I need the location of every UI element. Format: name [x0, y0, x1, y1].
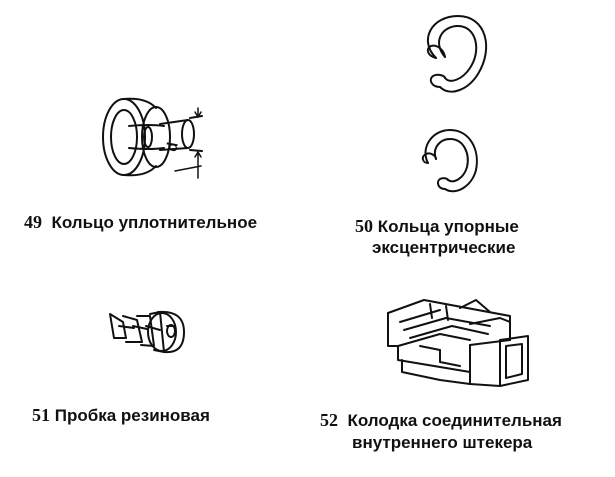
- part-number-50: 50: [355, 216, 373, 236]
- part-number-49: 49: [24, 212, 42, 232]
- retaining-rings-illustration: [421, 15, 488, 193]
- part-name-52-line2: внутреннего штекера: [352, 433, 533, 452]
- caption-part-49: 49 Кольцо уплотнительное: [24, 211, 257, 234]
- rubber-plug-illustration: [109, 310, 185, 354]
- part-name-51: Пробка резиновая: [54, 406, 210, 425]
- part-name-49: Кольцо уплотнительное: [51, 213, 258, 232]
- part-number-52: 52: [320, 410, 338, 430]
- caption-part-51: 51 Пробка резиновая: [32, 404, 210, 427]
- sealing-ring-illustration: [102, 97, 203, 179]
- caption-part-52: 52 Колодка соединительная: [320, 409, 562, 432]
- part-number-51: 51: [32, 405, 50, 425]
- caption-part-50: 50 Кольца упорные: [355, 215, 519, 238]
- part-name-50-line1: Кольца упорные: [377, 217, 519, 236]
- dimension-d-label: d: [163, 141, 181, 153]
- connector-block-illustration: [387, 299, 529, 387]
- part-name-50-line2: эксцентрические: [372, 238, 516, 257]
- part-name-52-line1: Колодка соединительная: [347, 411, 562, 430]
